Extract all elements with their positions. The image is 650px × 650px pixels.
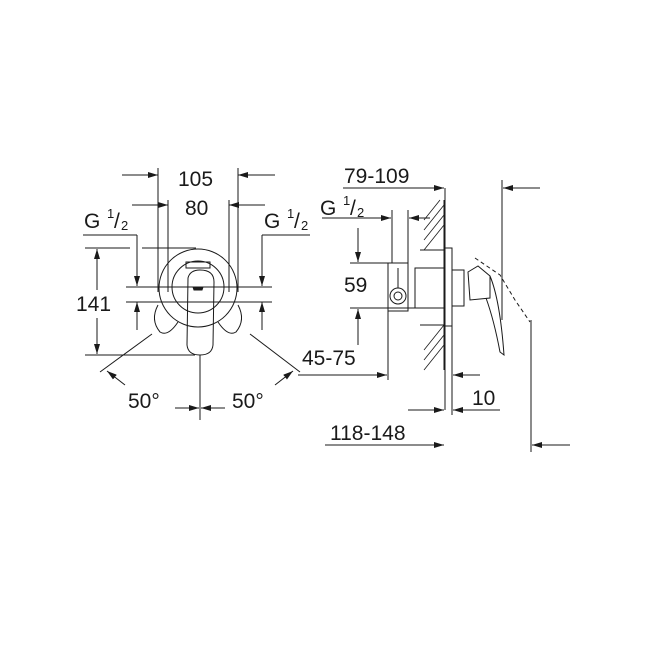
dim-80: 80 [185, 197, 208, 220]
thread-right-main: G [264, 210, 280, 233]
dim-105: 105 [178, 168, 213, 191]
thread-left-slash: / [114, 210, 120, 233]
side-view [298, 180, 570, 452]
thread-side-den: 2 [357, 205, 364, 220]
dim-59: 59 [344, 274, 367, 297]
thread-side-num: 1 [343, 193, 350, 208]
thread-side-slash: / [350, 197, 356, 220]
dim-118-148: 118-148 [330, 422, 406, 445]
dim-10: 10 [472, 387, 495, 410]
thread-right-num: 1 [287, 206, 294, 221]
thread-right-den: 2 [301, 218, 308, 233]
thread-right-slash: / [294, 210, 300, 233]
dimension-labels: 105 80 G 1 / 2 G 1 / 2 141 50° 50° 79-10… [76, 165, 495, 445]
thread-left-den: 2 [121, 218, 128, 233]
front-view [83, 168, 310, 420]
angle-left: 50° [128, 390, 160, 413]
thread-side-main: G [320, 197, 336, 220]
thread-left-num: 1 [107, 206, 114, 221]
thread-left-main: G [84, 210, 100, 233]
dim-141: 141 [76, 293, 111, 316]
dim-45-75: 45-75 [302, 347, 356, 370]
dim-79-109: 79-109 [344, 165, 409, 188]
angle-right: 50° [232, 390, 264, 413]
